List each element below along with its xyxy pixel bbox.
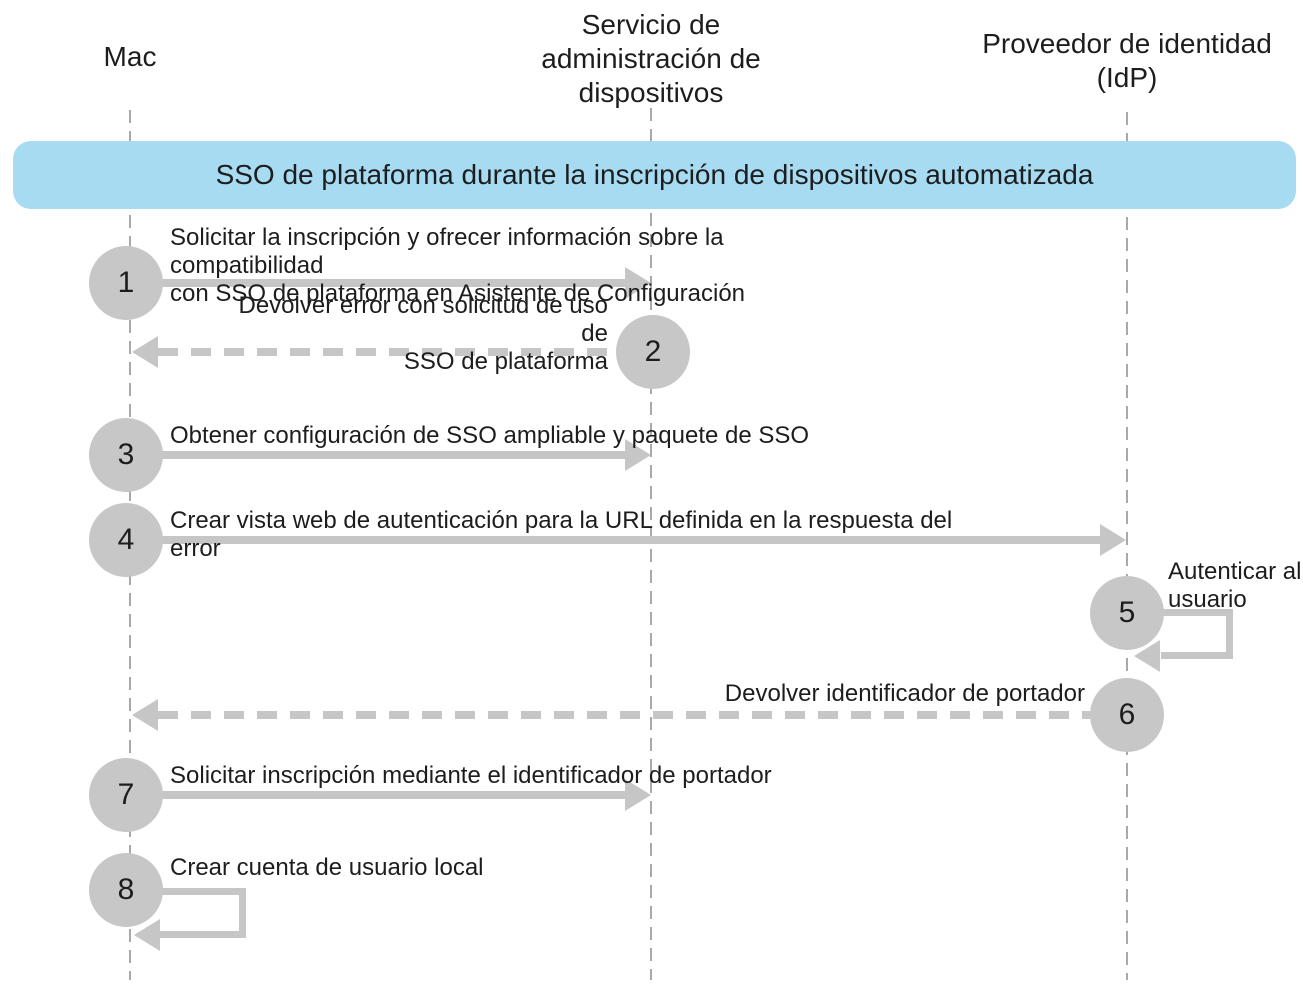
step-2-arrow (158, 348, 616, 356)
step-4-label: Crear vista web de autenticación para la… (170, 507, 953, 562)
actor-label-device-management-service: Servicio de administración de dispositiv… (541, 9, 761, 108)
step-3-arrow (160, 451, 625, 459)
step-7-label: Solicitar inscripción mediante el identi… (170, 762, 772, 789)
step-2-arrowhead-icon (132, 336, 158, 368)
step-6-arrowhead-icon (132, 699, 158, 731)
step-3-label: Obtener configuración de SSO ampliable y… (170, 422, 810, 449)
diagram-title-banner: SSO de plataforma durante la inscripción… (13, 141, 1296, 209)
step-6-label: Devolver identificador de portador (724, 680, 1085, 707)
step-2-badge: 2 (616, 315, 690, 389)
step-8-self-loop-arrow (160, 888, 246, 938)
step-5-label: Autenticar al usuario (1168, 558, 1302, 613)
actor-label-mac: Mac (103, 41, 157, 72)
step-7-badge: 7 (89, 758, 163, 832)
step-4-badge: 4 (89, 503, 163, 577)
step-4-arrow (160, 536, 1100, 544)
lifeline-identity-provider (1126, 112, 1128, 980)
step-5-self-loop-arrow (1161, 609, 1233, 659)
step-2-number: 2 (644, 335, 662, 368)
step-7-number: 7 (117, 778, 135, 811)
lifeline-device-management-service (650, 108, 652, 980)
step-6-badge: 6 (1090, 678, 1164, 752)
step-7-arrow (160, 791, 625, 799)
step-5-number: 5 (1118, 596, 1136, 629)
step-6-number: 6 (1118, 698, 1136, 731)
diagram-title: SSO de plataforma durante la inscripción… (215, 159, 1094, 190)
step-3-arrowhead-icon (625, 439, 651, 471)
step-3-number: 3 (117, 438, 135, 471)
step-1-number: 1 (117, 266, 135, 299)
step-7-arrowhead-icon (625, 779, 651, 811)
step-1-badge: 1 (89, 246, 163, 320)
step-8-number: 8 (117, 873, 135, 906)
step-1-arrowhead-icon (625, 267, 651, 299)
step-4-number: 4 (117, 523, 135, 556)
step-8-badge: 8 (89, 853, 163, 927)
step-1-arrow (160, 279, 625, 287)
step-6-arrow (158, 711, 1090, 719)
actor-label-identity-provider: Proveedor de identidad (IdP) (982, 28, 1272, 93)
step-3-badge: 3 (89, 418, 163, 492)
step-1-label: Solicitar la inscripción y ofrecer infor… (170, 224, 746, 307)
step-5-badge: 5 (1090, 576, 1164, 650)
step-2-label: Devolver error con solicitud de uso de S… (238, 292, 608, 375)
step-4-arrowhead-icon (1100, 524, 1126, 556)
step-8-label: Crear cuenta de usuario local (170, 854, 484, 881)
